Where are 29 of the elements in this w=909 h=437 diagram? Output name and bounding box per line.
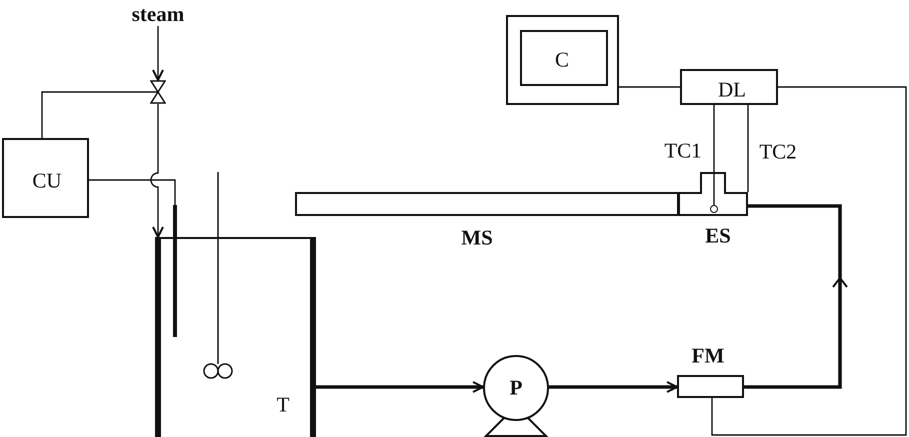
sensor-label: TC1 [664,140,702,162]
pump-label: P [510,378,522,398]
sensor-label: TC2 [759,142,797,162]
controller-box [2,138,89,218]
section-label: MS [461,228,493,248]
valve-symbol [150,80,166,104]
steam-label: steam [128,2,188,26]
probe-rod [173,205,177,337]
computer-monitor [506,15,619,105]
monitor-label: C [555,50,569,70]
unit-label: CU [32,170,62,192]
connector-line [713,105,715,205]
meter-label: FM [692,346,724,366]
connector-line [150,104,164,238]
tank-label: T [276,394,290,416]
section-label: ES [705,226,731,246]
sensor-tip [710,205,718,213]
pump-symbol [483,354,549,437]
unit-label: DL [718,80,746,100]
connector-line [89,179,176,205]
connector-line [152,26,164,81]
connector-line [549,381,678,393]
connector-line [747,105,749,192]
tank [155,237,316,437]
connector-line [316,381,484,393]
connector-line [41,91,150,138]
connector-line [711,86,907,436]
logger-box [680,69,778,105]
connector-line [619,86,680,88]
